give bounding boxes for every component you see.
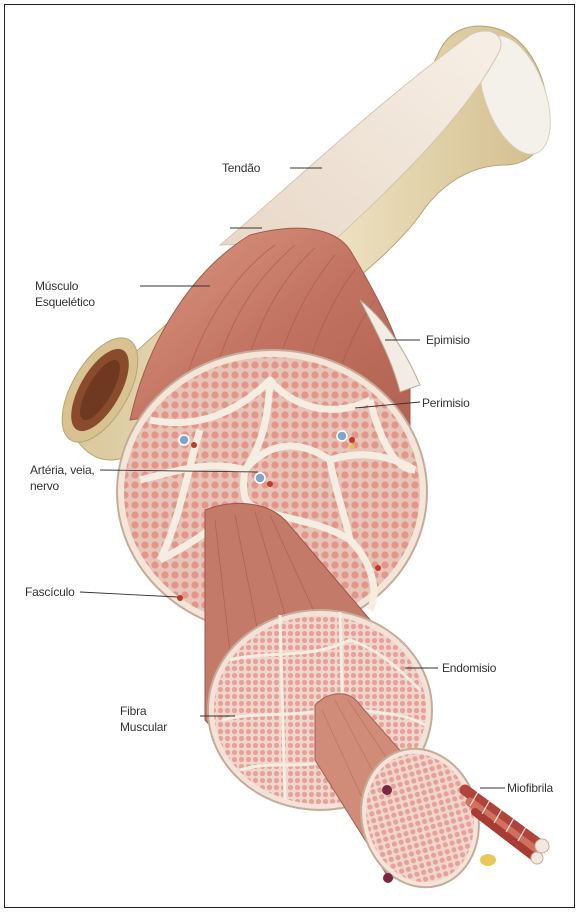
label-endomisio: Endomisio: [442, 660, 496, 676]
label-miofibrila: Miofibrila: [507, 780, 553, 796]
label-fibra-muscular: Fibra Muscular: [120, 703, 167, 735]
label-epimisio: Epimisio: [426, 332, 470, 348]
label-fasciculo: Fascículo: [25, 584, 75, 600]
label-tendao: Tendão: [222, 160, 260, 176]
label-musculo-esqueletico: Músculo Esquelético: [35, 278, 95, 310]
label-arteria-veia-nervo: Artéria, veia, nervo: [30, 462, 95, 494]
label-perimisio: Perimisio: [422, 395, 470, 411]
